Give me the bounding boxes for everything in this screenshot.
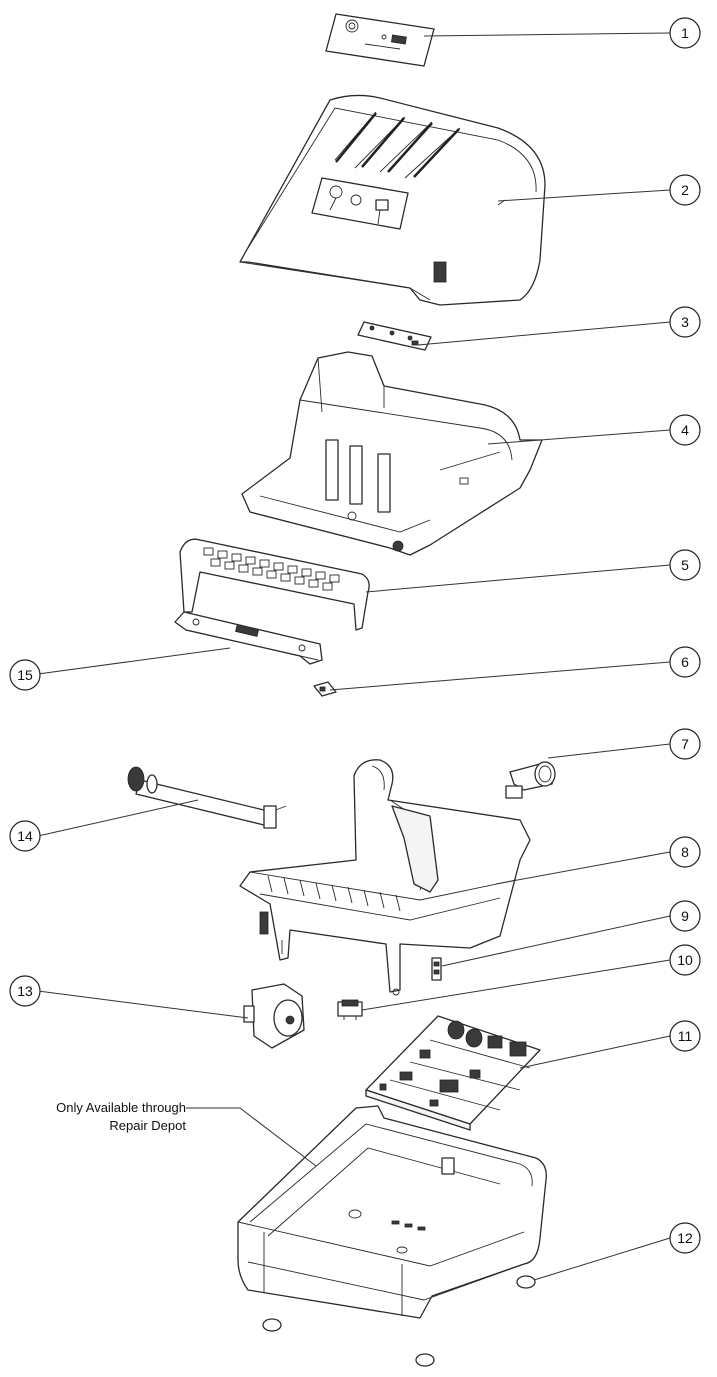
part-11-circuit-board (365, 1015, 541, 1131)
note-line-2: Repair Depot (109, 1118, 186, 1133)
callout-12: 12 (669, 1222, 701, 1254)
svg-text:8: 8 (681, 844, 689, 860)
part-2-top-cover (239, 94, 546, 306)
callout-15: 15 (9, 659, 41, 691)
callout-3: 3 (669, 306, 701, 338)
svg-text:6: 6 (681, 654, 689, 670)
part-3-small-board (357, 321, 432, 351)
part-14-platen-roller (127, 766, 287, 829)
callout-5: 5 (669, 549, 701, 581)
part-13-motor (243, 983, 305, 1049)
callout-8: 8 (669, 836, 701, 868)
part-4-inner-frame (241, 351, 543, 556)
svg-text:5: 5 (681, 557, 689, 573)
part-6-clip (313, 681, 337, 697)
svg-text:2: 2 (681, 182, 689, 198)
svg-text:1: 1 (681, 25, 689, 41)
callout-1: 1 (669, 17, 701, 49)
part-12-feet (262, 1275, 536, 1367)
svg-text:10: 10 (677, 952, 693, 968)
part-9-bracket (431, 957, 442, 981)
svg-text:12: 12 (677, 1230, 693, 1246)
callout-11: 11 (669, 1020, 701, 1052)
callout-9: 9 (669, 900, 701, 932)
svg-text:15: 15 (17, 667, 33, 683)
callout-14: 14 (9, 820, 41, 852)
part-5-front-rail (179, 538, 370, 631)
callout-4: 4 (669, 414, 701, 446)
callout-10: 10 (669, 944, 701, 976)
base-housing (237, 1105, 547, 1319)
callout-6: 6 (669, 646, 701, 678)
repair-depot-note: Only Available through Repair Depot (56, 1100, 186, 1133)
svg-text:9: 9 (681, 908, 689, 924)
note-line-1: Only Available through (56, 1100, 186, 1115)
part-10-connector (337, 999, 363, 1020)
part-15-holder (174, 611, 323, 665)
svg-text:13: 13 (17, 983, 33, 999)
svg-text:14: 14 (17, 828, 33, 844)
callout-2: 2 (669, 174, 701, 206)
leader-lines (37, 32, 671, 1281)
svg-text:4: 4 (681, 422, 689, 438)
part-8-base-frame (239, 759, 531, 996)
svg-text:3: 3 (681, 314, 689, 330)
svg-text:7: 7 (681, 736, 689, 752)
svg-text:11: 11 (678, 1028, 693, 1044)
part-7-sleeve (505, 761, 556, 799)
callout-13: 13 (9, 975, 41, 1007)
part-1-label-plate (325, 13, 435, 67)
callout-7: 7 (669, 728, 701, 760)
